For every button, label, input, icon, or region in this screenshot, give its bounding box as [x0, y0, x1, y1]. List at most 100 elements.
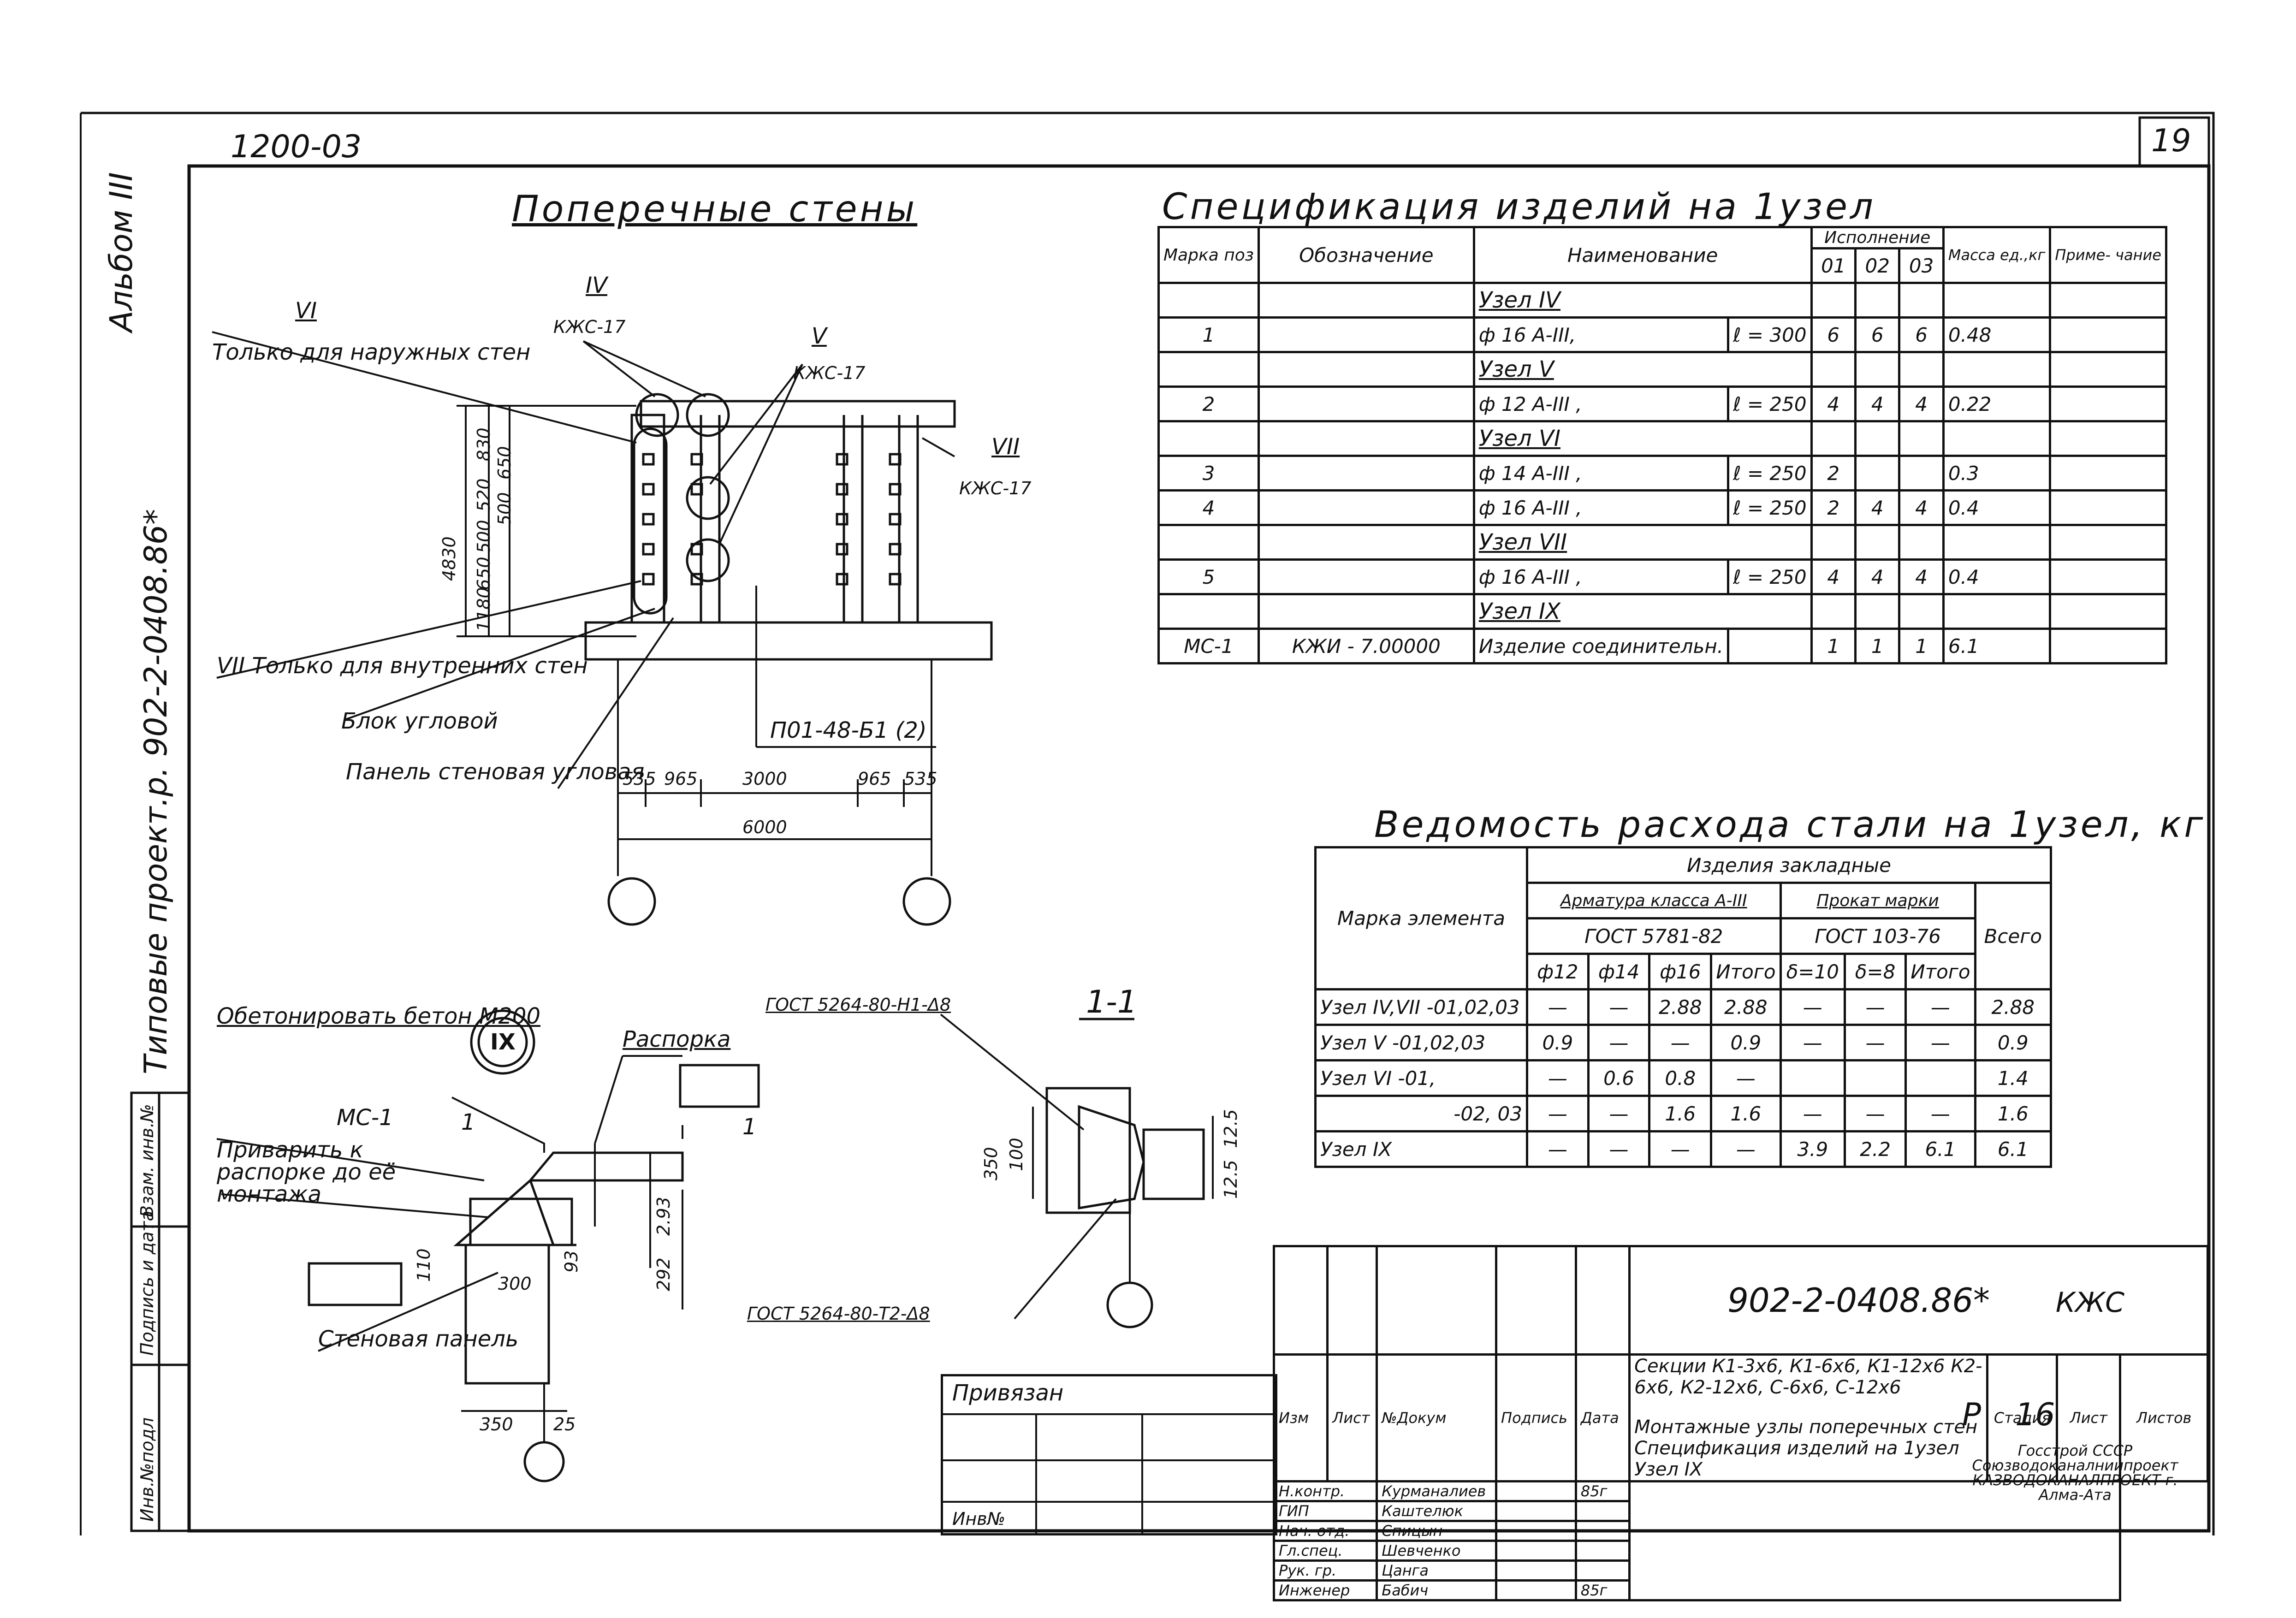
stamp-role-row: Нач. отд.Спицын: [1272, 1520, 2208, 1542]
node-ix-marker-outer: [470, 1009, 535, 1075]
spec-cell-mass: 6.1: [1942, 628, 2052, 664]
spec-cell-name: Узел VI: [1472, 420, 1728, 457]
node-ix-leader-top: [451, 1096, 545, 1153]
spec-cell-mass: [1942, 524, 2052, 561]
stamp-role: ГИП: [1272, 1500, 1378, 1522]
spec-cell-mark: МС-1: [1157, 628, 1260, 664]
steel-row-cell: —: [1526, 1059, 1590, 1097]
stamp-role-date: [1574, 1520, 1631, 1542]
steel-row-total: 2.88: [1974, 988, 2053, 1026]
spec-cell-mass: [1942, 282, 2052, 319]
dim-650-bottom: 650: [474, 557, 494, 590]
spec-cell-e3: 4: [1898, 489, 1945, 526]
wall-vertical-dims: [457, 405, 636, 637]
spec-head-mark: Марка поз: [1157, 226, 1260, 284]
note-concrete-1: Обетонировать бетон М200: [217, 1003, 540, 1029]
spec-cell-name: Изделие соединительн.: [1472, 628, 1730, 664]
drawing-code: 1200-03: [231, 129, 362, 165]
steel-row-cell: —: [1843, 1024, 1907, 1061]
spec-cell-e2: 4: [1854, 558, 1901, 595]
steel-head-gost2: ГОСТ 103-76: [1779, 917, 1976, 955]
node-label-vii-mark: КЖС-17: [959, 478, 1032, 498]
steel-row-cell: 0.9: [1526, 1024, 1590, 1061]
spec-cell-e1: [1810, 593, 1857, 630]
dim-4830: 4830: [439, 536, 459, 581]
spec-cell-e2: [1854, 524, 1901, 561]
steel-row-cell: 3.9: [1779, 1130, 1846, 1168]
stamp-role: Инженер: [1272, 1579, 1378, 1601]
side-project-label: Типовые проект.р. 902-2-0408.86*: [138, 509, 174, 1074]
spec-cell-name: Узел VII: [1472, 524, 1728, 561]
spec-head-note: Приме- чание: [2049, 226, 2167, 284]
stamp-role-date: 85г: [1574, 1579, 1631, 1601]
node-circle-v: [686, 393, 730, 437]
spec-row: Узел VII: [1157, 524, 2167, 561]
note-weld-strut: Приварить к распорке до её монтажа: [217, 1137, 396, 1207]
node-ix-marker-inner: [477, 1017, 528, 1067]
section-title: 1-1: [1086, 984, 1138, 1020]
steel-head-embedded: Изделия закладные: [1526, 846, 2052, 884]
section-weld: [1078, 1105, 1145, 1209]
note-corner-panel: Панель стеновая угловая: [346, 759, 645, 785]
spec-cell-note: [2049, 351, 2167, 388]
spec-cell-len: ℓ = 250: [1727, 385, 1813, 422]
note-ms1: МС-1: [337, 1105, 393, 1131]
spec-cell-len: ℓ = 250: [1727, 489, 1813, 526]
spec-cell-e3: 4: [1898, 385, 1945, 422]
steel-row-cell: 6.1: [1904, 1130, 1976, 1168]
weld-spec-bottom: ГОСТ 5264-80-Т2-Δ8: [747, 1304, 930, 1324]
spec-cell-note: [2049, 385, 2167, 422]
spec-cell-mass: 0.3: [1942, 455, 2052, 492]
spec-cell-e1: 4: [1810, 558, 1857, 595]
spec-cell-e1: 2: [1810, 455, 1857, 492]
spec-row: Узел V: [1157, 351, 2167, 388]
spec-cell-len: [1728, 593, 1813, 630]
note-outer-walls: Только для наружных стен: [212, 339, 531, 365]
spec-cell-note: [2049, 420, 2167, 457]
spec-cell-len: ℓ = 250: [1727, 455, 1813, 492]
spec-cell-mass: 0.4: [1942, 558, 2052, 595]
spec-cell-e3: [1898, 420, 1945, 457]
label-strut: Распорка: [623, 1026, 731, 1052]
spec-cell-e1: [1810, 282, 1857, 319]
spec-cell-note: [2049, 558, 2167, 595]
dim-500-a: 500: [494, 492, 515, 526]
steel-subhead: ф16: [1648, 953, 1713, 990]
steel-row-cell: —: [1710, 1059, 1782, 1097]
spec-cell-name: ф 16 А-III ,: [1472, 489, 1730, 526]
steel-row-cell: —: [1843, 988, 1907, 1026]
steel-row-cell: —: [1587, 1095, 1651, 1132]
stamp-col-head-2: №Докум: [1376, 1353, 1498, 1482]
dim-12-5-top: 12.5: [1221, 1109, 1241, 1148]
stamp-code-cell: 902-2-0408.86* КЖС: [1628, 1245, 2209, 1356]
stamp-col-head-3: Подпись: [1495, 1353, 1577, 1482]
section-axis-bubble: [1106, 1281, 1153, 1328]
steel-row-cell: —: [1904, 1095, 1976, 1132]
steel-head-mark: Марка элемента: [1314, 846, 1528, 990]
node-ix-concrete: [528, 1151, 684, 1182]
spec-cell-name: ф 14 А-III ,: [1472, 455, 1730, 492]
weld-spec-top: ГОСТ 5264-80-Н1-Δ8: [765, 995, 951, 1015]
spec-cell-e3: [1898, 455, 1945, 492]
dim-3000: 3000: [742, 769, 787, 789]
steel-row-cell: —: [1779, 988, 1846, 1026]
spec-cell-designation: [1257, 455, 1475, 492]
steel-head-gost1: ГОСТ 5781-82: [1526, 917, 1782, 955]
side-cell-replace: Взам. инв.№: [137, 1104, 157, 1217]
stamp-sheet: 16: [2015, 1397, 2055, 1433]
stamp-role-date: [1574, 1559, 1631, 1582]
dim-830: 830: [474, 427, 494, 461]
wall-horizontal-dims: [617, 659, 932, 876]
wall-oval: [633, 427, 668, 615]
section-mark-left: 1: [461, 1109, 475, 1135]
spec-cell-e2: [1854, 420, 1901, 457]
dim-965-right: 965: [858, 769, 891, 789]
sheet-number: 19: [2151, 123, 2191, 159]
